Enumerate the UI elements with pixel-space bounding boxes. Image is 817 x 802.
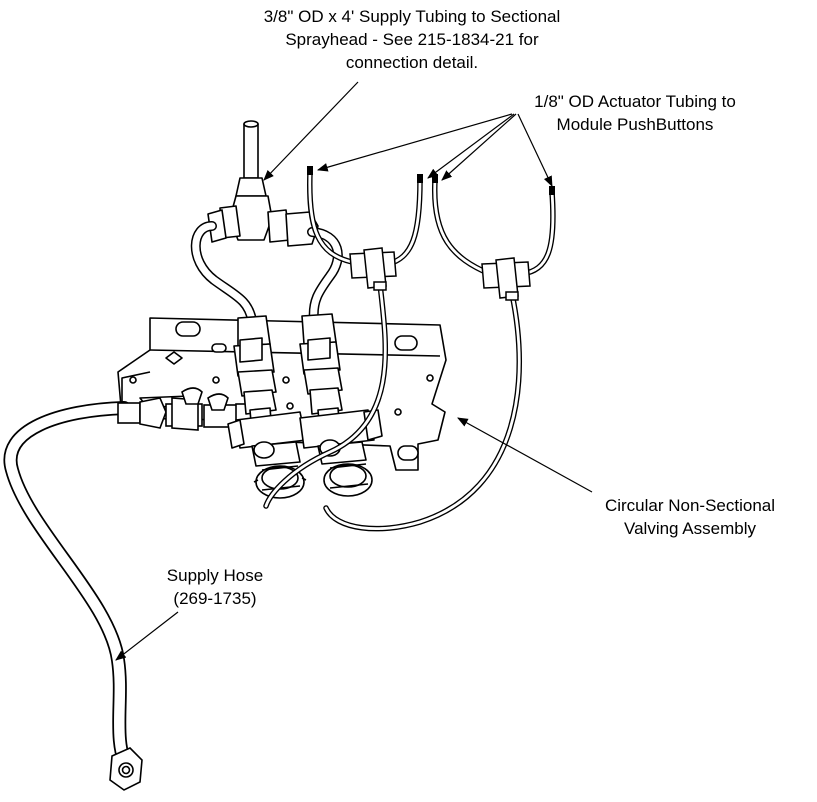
leader-actuator-1 — [316, 113, 513, 172]
leader-hose — [115, 611, 179, 661]
actuator-tubing-line-1: 1/8" OD Actuator Tubing to — [534, 92, 736, 111]
actuator-tubing-label: 1/8" OD Actuator Tubing to Module PushBu… — [490, 90, 780, 136]
hose-end-nut — [109, 747, 143, 791]
actuator-tube-tips — [307, 166, 555, 195]
supply-loop-tubes — [190, 221, 343, 325]
valving-assembly-label: Circular Non-Sectional Valving Assembly — [570, 494, 810, 540]
supply-tubing-line-1: 3/8" OD x 4' Supply Tubing to Sectional — [263, 7, 561, 26]
leader-actuator-3 — [441, 113, 517, 181]
supply-tubing-line-2: Sprayhead - See 215-1834-21 for — [285, 30, 539, 49]
supply-tube-tee — [207, 120, 319, 247]
supply-hose-line-2: (269-1735) — [173, 589, 257, 608]
leader-lines — [115, 81, 593, 661]
leader-actuator-4 — [517, 113, 553, 187]
actuator-tee-left — [349, 247, 397, 291]
valve-right — [299, 313, 383, 497]
supply-tubing-line-3: connection detail. — [345, 53, 479, 72]
supply-hose — [3, 401, 135, 777]
leader-supply-tubing — [263, 81, 359, 181]
valving-assembly-line-1: Circular Non-Sectional — [604, 496, 776, 515]
leader-actuator-2 — [427, 113, 515, 179]
actuator-tubing-line-2: Module PushButtons — [556, 115, 714, 134]
valving-assembly-line-2: Valving Assembly — [624, 519, 756, 538]
supply-hose-line-1: Supply Hose — [166, 566, 264, 585]
supply-hose-label: Supply Hose (269-1735) — [150, 564, 280, 610]
actuator-tee-right — [481, 257, 531, 301]
leader-valving — [457, 417, 593, 493]
actuator-tubes — [263, 169, 556, 532]
hose-inlet-fitting — [117, 387, 255, 431]
supply-tubing-label: 3/8" OD x 4' Supply Tubing to Sectional … — [212, 5, 612, 74]
